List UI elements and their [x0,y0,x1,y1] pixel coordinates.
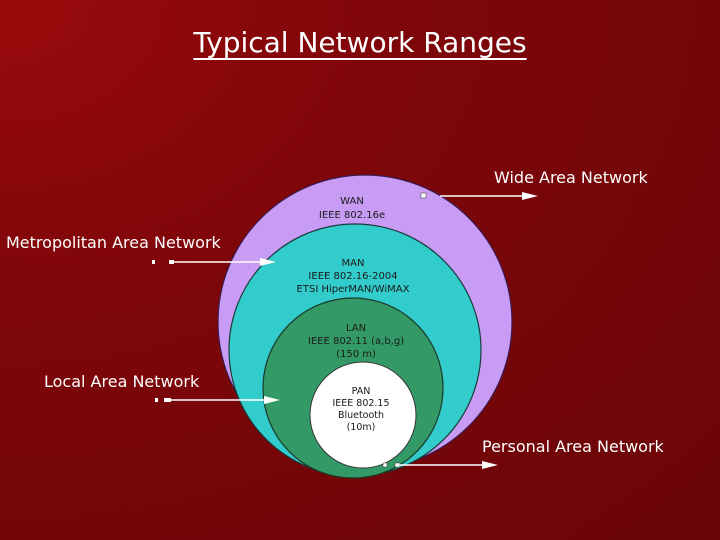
pan-label: Personal Area Network [482,437,664,456]
wan-label: Wide Area Network [494,168,648,187]
man-arrow [152,258,276,266]
wan-arrow [420,192,538,200]
wan-circle-title: WAN [340,196,364,207]
lan-circle-standard: IEEE 802.11 (a,b,g) [308,336,404,347]
pan-circle-range: (10m) [347,422,376,433]
pan-circle-bluetooth: Bluetooth [338,410,384,421]
pan-circle [309,361,417,469]
wan-circle-standard: IEEE 802.16e [319,210,385,221]
lan-circle-title: LAN [346,323,366,334]
page-title: Typical Network Ranges [193,26,527,59]
pan-circle-title: PAN [352,386,371,397]
lan-label: Local Area Network [44,372,200,391]
lan-arrow [155,396,280,404]
man-label: Metropolitan Area Network [6,233,221,252]
pan-circle-standard: IEEE 802.15 [332,398,389,409]
man-circle-title: MAN [342,258,365,269]
lan-circle-range: (150 m) [336,349,376,360]
pan-arrow [382,461,498,469]
man-circle-etsi: ETSI HiperMAN/WiMAX [297,284,410,295]
man-circle-standard: IEEE 802.16-2004 [308,271,397,282]
